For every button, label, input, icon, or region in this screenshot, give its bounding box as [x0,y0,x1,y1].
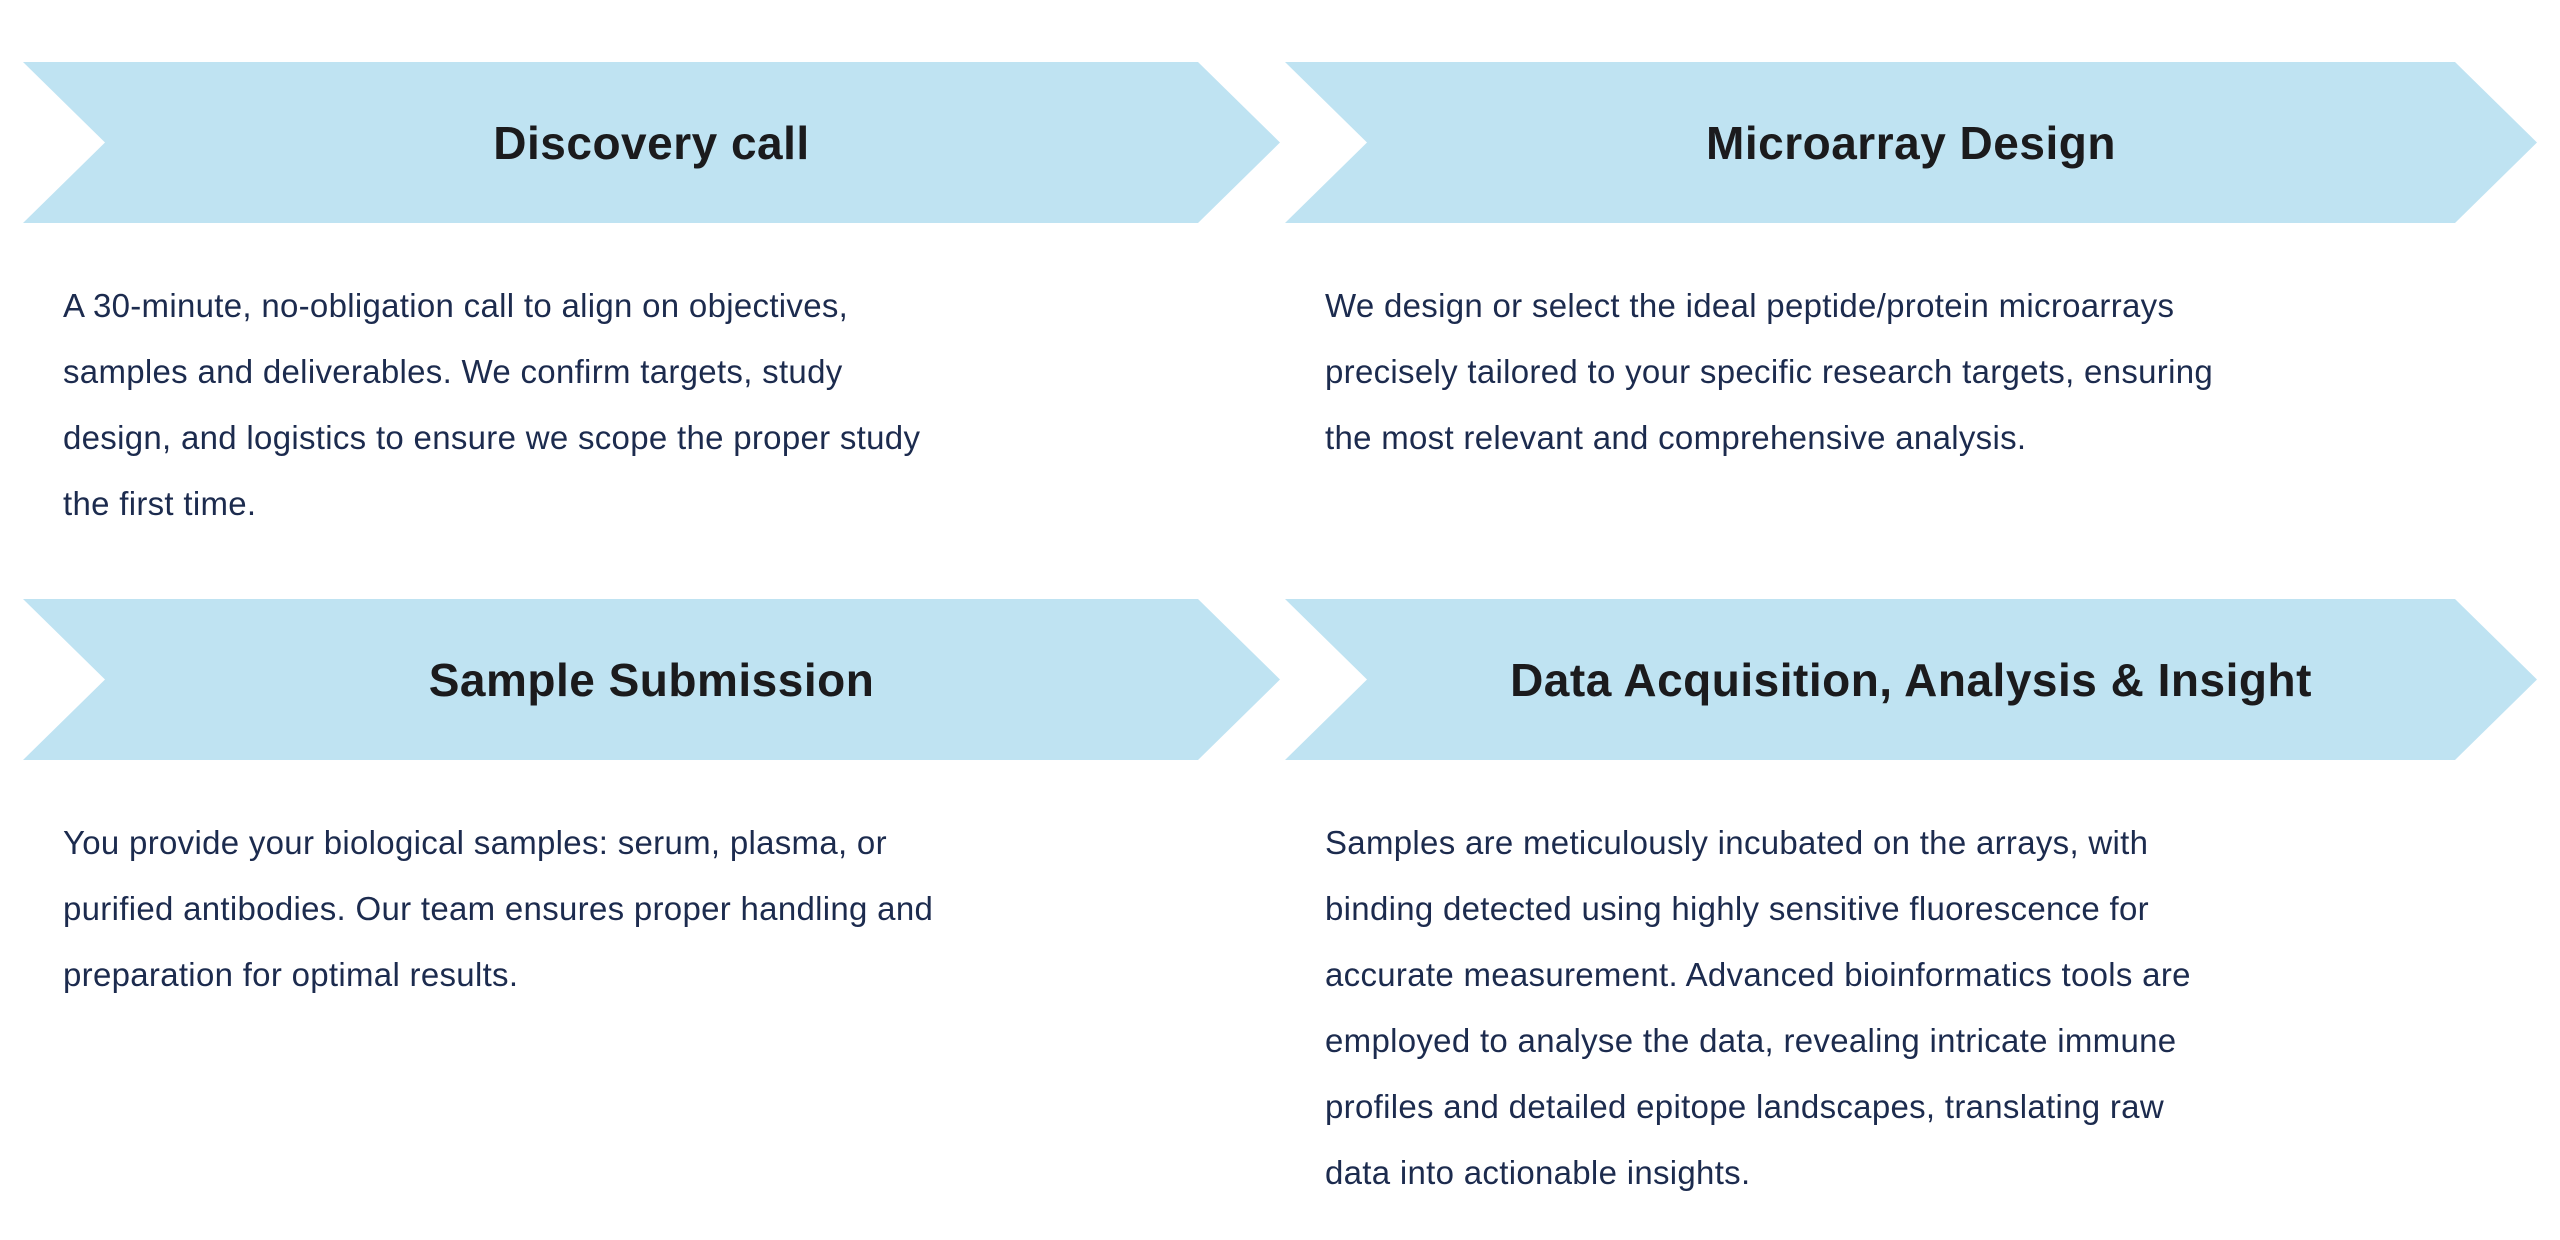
step-sample-submission: Sample Submission You provide your biolo… [23,599,1280,1206]
step-description: We design or select the ideal peptide/pr… [1325,287,2214,456]
chevron-banner: Data Acquisition, Analysis & Insight [1285,599,2537,760]
step-title: Data Acquisition, Analysis & Insight [1510,653,2312,706]
chevron-banner: Sample Submission [23,599,1280,760]
step-discovery-call: Discovery call A 30-minute, no-obligatio… [23,62,1280,599]
step-title: Microarray Design [1706,116,2116,169]
step-title: Sample Submission [428,653,875,706]
chevron-banner: Discovery call [23,62,1280,223]
chevron-banner: Microarray Design [1285,62,2537,223]
step-description: You provide your biological samples: ser… [63,824,934,993]
step-microarray-design: Microarray Design We design or select th… [1285,62,2537,599]
process-steps-grid: Discovery call A 30-minute, no-obligatio… [0,0,2560,1206]
step-description: Samples are meticulously incubated on th… [1325,824,2191,1191]
step-title: Discovery call [493,116,810,169]
step-description: A 30-minute, no-obligation call to align… [63,287,921,522]
step-data-acquisition: Data Acquisition, Analysis & Insight Sam… [1285,599,2537,1206]
